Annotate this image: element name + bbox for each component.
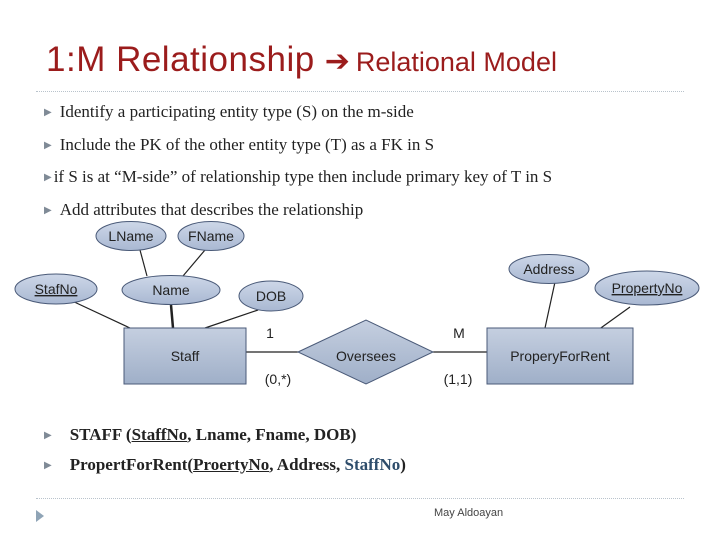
attribute-lname: LName	[95, 221, 167, 251]
entity-property-for-rent: ProperyForRent	[486, 327, 634, 385]
svg-text:Staff: Staff	[171, 348, 200, 364]
triangle-bullet-icon: ▶	[44, 139, 52, 151]
footer-author: May Aldoayan	[434, 507, 504, 519]
list-item: ▶Identify a participating entity type (S…	[44, 102, 414, 121]
primary-key: StaffNo	[131, 425, 188, 444]
svg-text:StafNo: StafNo	[35, 281, 78, 297]
title-divider	[36, 91, 684, 92]
footer-divider	[36, 498, 684, 499]
primary-key: ProertyNo	[193, 455, 270, 474]
svg-text:LName: LName	[108, 228, 153, 244]
list-item: ▶Add attributes that describes the relat…	[44, 199, 364, 219]
triangle-bullet-icon: ▶	[44, 107, 52, 118]
foreign-key: StaffNo	[344, 455, 401, 474]
rules-list: ▶Identify a participating entity type (S…	[44, 97, 552, 227]
svg-text:PropertyNo: PropertyNo	[612, 280, 683, 296]
participation-staff: (0,*)	[265, 371, 291, 387]
svg-text:Oversees: Oversees	[336, 348, 396, 364]
entity-staff: Staff	[123, 327, 247, 385]
cardinality-staff: 1	[266, 325, 274, 341]
cardinality-property: M	[453, 325, 465, 341]
participation-property: (1,1)	[444, 371, 473, 387]
attribute-fname: FName	[177, 221, 245, 251]
connector-lines	[69, 249, 631, 353]
title-main: 1:M Relationship	[46, 40, 315, 79]
attribute-propertyno: PropertyNo	[594, 270, 700, 306]
svg-text:FName: FName	[188, 228, 234, 244]
svg-text:ProperyForRent: ProperyForRent	[510, 348, 610, 364]
schema-property: ▶PropertForRent(ProertyNo, Address, Staf…	[44, 455, 406, 474]
list-item: ▶Include the PK of the other entity type…	[44, 134, 435, 154]
svg-text:DOB: DOB	[256, 288, 286, 304]
relationship-oversees: Oversees	[296, 319, 435, 385]
attribute-stafno: StafNo	[14, 273, 98, 305]
svg-text:Address: Address	[523, 261, 574, 277]
slide-title: 1:M Relationship ➔Relational Model	[46, 40, 557, 80]
svg-text:Name: Name	[152, 282, 190, 298]
schema-staff: ▶STAFF (StaffNo, Lname, Fname, DOB)	[44, 425, 357, 444]
triangle-bullet-icon: ▶	[44, 172, 52, 183]
triangle-bullet-icon: ▶	[44, 430, 52, 441]
attribute-dob: DOB	[238, 280, 304, 312]
attribute-address: Address	[508, 254, 590, 284]
triangle-bullet-icon: ▶	[44, 460, 52, 471]
right-arrow-icon: ➔	[324, 45, 350, 78]
triangle-marker-icon	[36, 510, 44, 522]
attribute-name: Name	[121, 275, 221, 305]
triangle-bullet-icon: ▶	[44, 204, 52, 216]
list-item: ▶if S is at “M-side” of relationship typ…	[44, 167, 553, 186]
title-sub: Relational Model	[355, 47, 557, 77]
schema-list: ▶STAFF (StaffNo, Lname, Fname, DOB) ▶Pro…	[44, 421, 406, 481]
